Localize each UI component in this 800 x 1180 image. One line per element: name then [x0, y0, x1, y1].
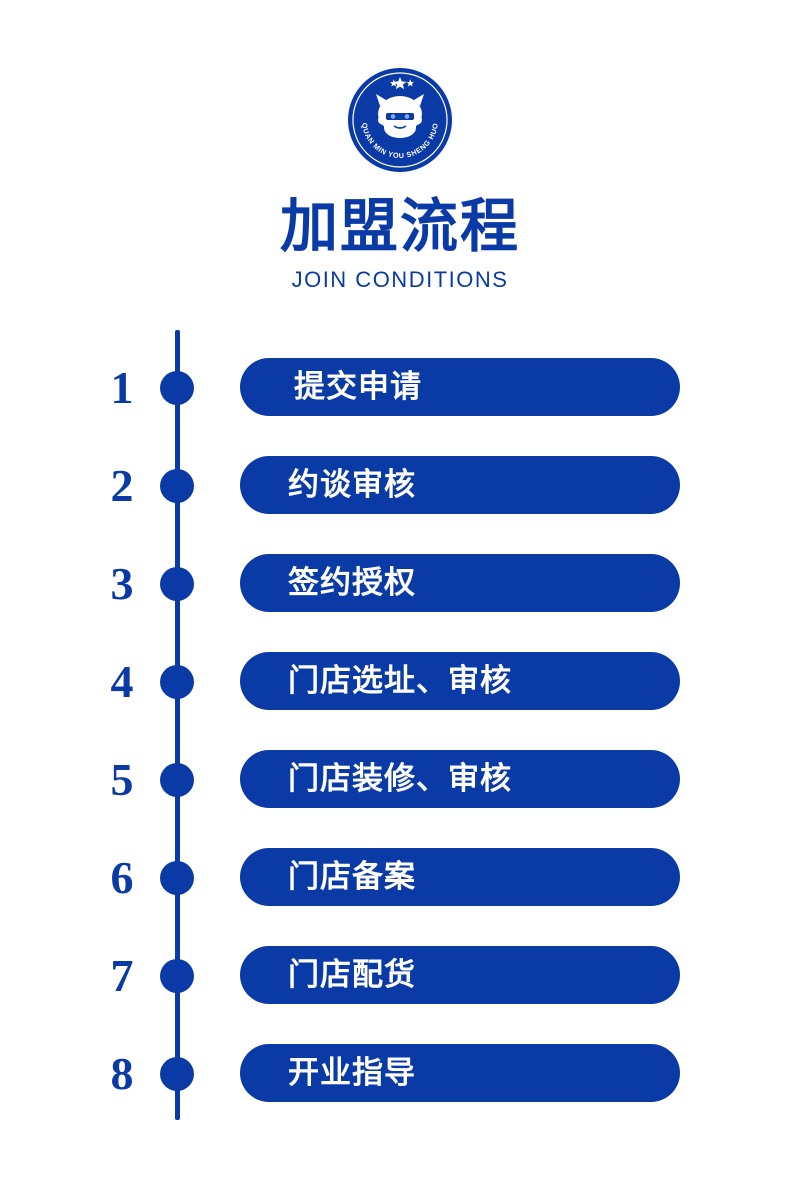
star-icon — [390, 77, 414, 90]
page-title: 加盟流程 — [279, 192, 520, 260]
timeline-line — [175, 330, 180, 1120]
step-dot-2 — [160, 469, 194, 503]
step-label-6: 门店备案 — [288, 859, 416, 895]
step-number-5: 5 — [110, 754, 134, 805]
step-number-2: 2 — [110, 460, 134, 511]
step-label-4: 门店选址、审核 — [288, 663, 512, 699]
step-number-7: 7 — [110, 950, 134, 1001]
step-number-4: 4 — [110, 656, 134, 707]
brand-logo: QUAN MIN YOU SHENG HUO — [348, 68, 452, 172]
step-label-7: 门店配货 — [288, 957, 416, 993]
step-number-6: 6 — [110, 852, 134, 903]
step-dot-7 — [160, 959, 194, 993]
step-pill-8: 开业指导 — [240, 1044, 680, 1102]
step-pill-5: 门店装修、审核 — [240, 750, 680, 808]
step-label-3: 签约授权 — [288, 565, 416, 601]
mascot-icon — [376, 94, 424, 138]
step-dot-8 — [160, 1057, 194, 1091]
step-number-8: 8 — [110, 1048, 134, 1099]
step-dot-6 — [160, 861, 194, 895]
step-dot-5 — [160, 763, 194, 797]
step-pill-2: 约谈审核 — [240, 456, 680, 514]
step-dot-4 — [160, 665, 194, 699]
step-number-1: 1 — [110, 362, 134, 413]
step-pill-1: 提交申请 — [240, 358, 680, 416]
page-subtitle: JOIN CONDITIONS — [291, 267, 509, 292]
step-label-8: 开业指导 — [288, 1055, 416, 1091]
step-dot-1 — [160, 371, 194, 405]
step-label-5: 门店装修、审核 — [288, 761, 512, 797]
step-label-2: 约谈审核 — [288, 467, 416, 503]
step-pill-6: 门店备案 — [240, 848, 680, 906]
step-pill-4: 门店选址、审核 — [240, 652, 680, 710]
step-dot-3 — [160, 567, 194, 601]
step-pill-3: 签约授权 — [240, 554, 680, 612]
step-pill-7: 门店配货 — [240, 946, 680, 1004]
step-number-3: 3 — [110, 558, 134, 609]
step-label-1: 提交申请 — [294, 369, 422, 405]
